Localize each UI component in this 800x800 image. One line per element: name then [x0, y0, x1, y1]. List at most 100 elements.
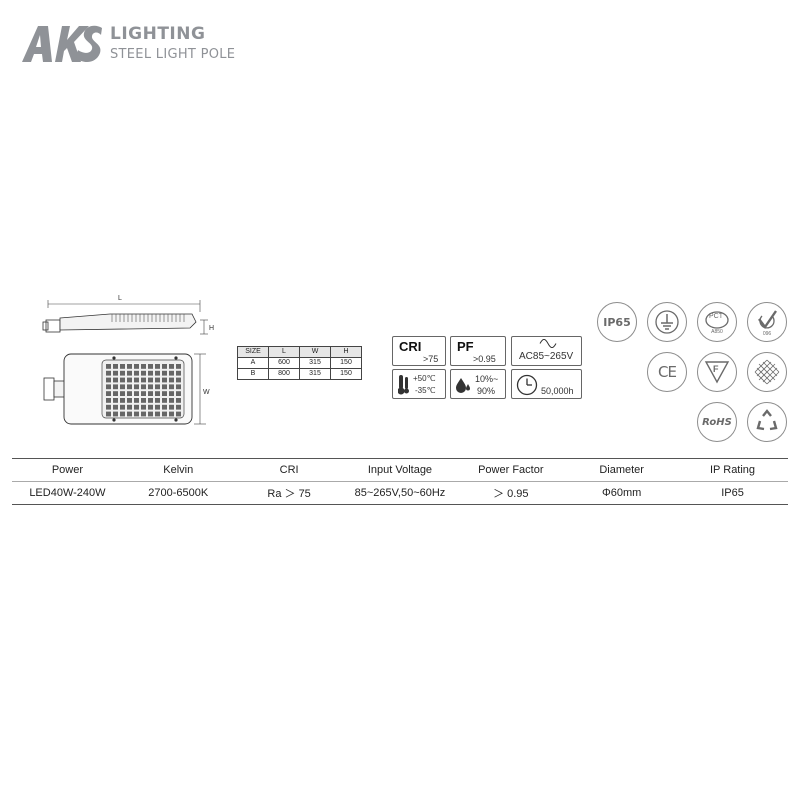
led-chip: [106, 384, 111, 390]
c-tick-caption: 096: [763, 331, 772, 337]
led-chip: [120, 370, 125, 376]
size-cell: 150: [330, 368, 362, 380]
dimension-label-height: H: [209, 325, 214, 332]
spec-table-header-row: Power Kelvin CRI Input Voltage Power Fac…: [12, 458, 788, 482]
lifetime-spec-box: 50,000h: [511, 369, 582, 399]
led-chip: [148, 398, 153, 403]
humidity-range-end: 90%: [477, 386, 496, 396]
f-mark-badge: F: [697, 352, 737, 392]
led-chip: [113, 411, 118, 417]
led-chip: [141, 364, 146, 369]
led-chip: [148, 391, 153, 396]
sine-wave-icon: [539, 339, 557, 348]
pf-label: PF: [457, 339, 474, 354]
led-chip: [169, 377, 174, 383]
led-chip: [120, 364, 125, 369]
spec-table-row: LED40W-240W 2700-6500K Ra ＞ 75 85~265V,5…: [12, 482, 788, 505]
ground-icon: [655, 310, 679, 334]
led-chip: [127, 411, 132, 417]
water-drop-icon: [456, 378, 470, 393]
kelvin-header: Kelvin: [163, 464, 194, 476]
led-chip: [106, 377, 111, 383]
rohs-badge: RoHS: [697, 402, 737, 442]
led-chip: [127, 377, 132, 383]
led-chip: [176, 377, 181, 383]
f-mark-text: F: [713, 364, 719, 374]
input-voltage-header: Input Voltage: [367, 464, 433, 476]
led-chip: [169, 384, 174, 390]
led-chip: [134, 398, 139, 403]
width-header: W: [299, 346, 331, 358]
voltage-value: AC85~265V: [519, 351, 574, 362]
power-factor-header: Power Factor: [478, 464, 544, 476]
led-chip: [162, 364, 167, 369]
led-chip: [148, 411, 153, 417]
led-chip: [162, 391, 167, 396]
led-chip: [106, 404, 111, 410]
pct-text: PCT: [709, 313, 723, 320]
led-chip: [113, 364, 118, 369]
power-cell: LED40W-240W: [29, 487, 106, 499]
led-chip: [134, 404, 139, 410]
led-chip: [176, 391, 181, 396]
size-cell: 150: [330, 357, 362, 369]
lifetime-value: 50,000h: [541, 386, 574, 396]
recycle-badge: [747, 402, 787, 442]
led-chip: [169, 404, 174, 410]
temperature-high: +50℃: [413, 374, 436, 383]
cri-cell: Ra ＞ 75: [267, 488, 311, 500]
cri-header: CRI: [279, 464, 299, 476]
led-chip: [176, 398, 181, 403]
cri-label: CRI: [399, 339, 422, 354]
product-spec-table: Power Kelvin CRI Input Voltage Power Fac…: [12, 458, 788, 505]
ip-rating-cell: IP65: [721, 487, 744, 499]
temperature-low: -35℃: [415, 386, 436, 395]
clock-icon: [516, 374, 538, 396]
size-cell: 600: [268, 357, 300, 369]
led-chip: [162, 411, 167, 417]
size-cell: 800: [268, 368, 300, 380]
led-chip: [148, 370, 153, 376]
led-chip: [155, 384, 160, 390]
led-chip: [141, 391, 146, 396]
led-chip: [113, 391, 118, 396]
led-chip: [169, 364, 174, 369]
aks-logo: [22, 25, 102, 63]
ground-symbol-badge: [647, 302, 687, 342]
led-chip: [141, 411, 146, 417]
size-cell: A: [237, 357, 269, 369]
led-chip: [162, 398, 167, 403]
led-chip: [120, 404, 125, 410]
size-row: A 600 315 150: [237, 357, 362, 369]
led-chip: [155, 391, 160, 396]
ip65-badge: IP65: [597, 302, 637, 342]
ce-mark-text: CE: [658, 363, 677, 381]
diameter-cell: Φ60mm: [601, 487, 642, 499]
led-chip: [155, 370, 160, 376]
led-chip: [169, 411, 174, 417]
dimension-label-width: W: [203, 389, 210, 396]
led-chip: [176, 404, 181, 410]
humidity-range-start: 10%~: [475, 374, 499, 384]
led-chip: [155, 411, 160, 417]
pf-spec-box: PF >0.95: [450, 336, 506, 366]
led-chip: [127, 391, 132, 396]
led-chip: [113, 384, 118, 390]
led-chip: [106, 364, 111, 369]
mesh-badge: [747, 352, 787, 392]
dimension-label-length: L: [118, 295, 122, 302]
thermometer-icon: [398, 375, 409, 395]
led-chip: [134, 384, 139, 390]
led-chip: [148, 384, 153, 390]
brand-subtitle: STEEL LIGHT POLE: [110, 47, 236, 62]
rohs-text: RoHS: [702, 416, 732, 428]
led-chip: [162, 377, 167, 383]
led-chip: [127, 398, 132, 403]
power-factor-cell: ＞ 0.95: [493, 488, 529, 500]
pct-sub-text: A850: [711, 329, 723, 335]
size-table: SIZE L W H A 600 315 150 B 800 315 150: [237, 346, 362, 380]
size-cell: 315: [299, 357, 331, 369]
size-cell: 315: [299, 368, 331, 380]
pct-badge: A850 PCT: [697, 302, 737, 342]
height-header: H: [330, 346, 362, 358]
